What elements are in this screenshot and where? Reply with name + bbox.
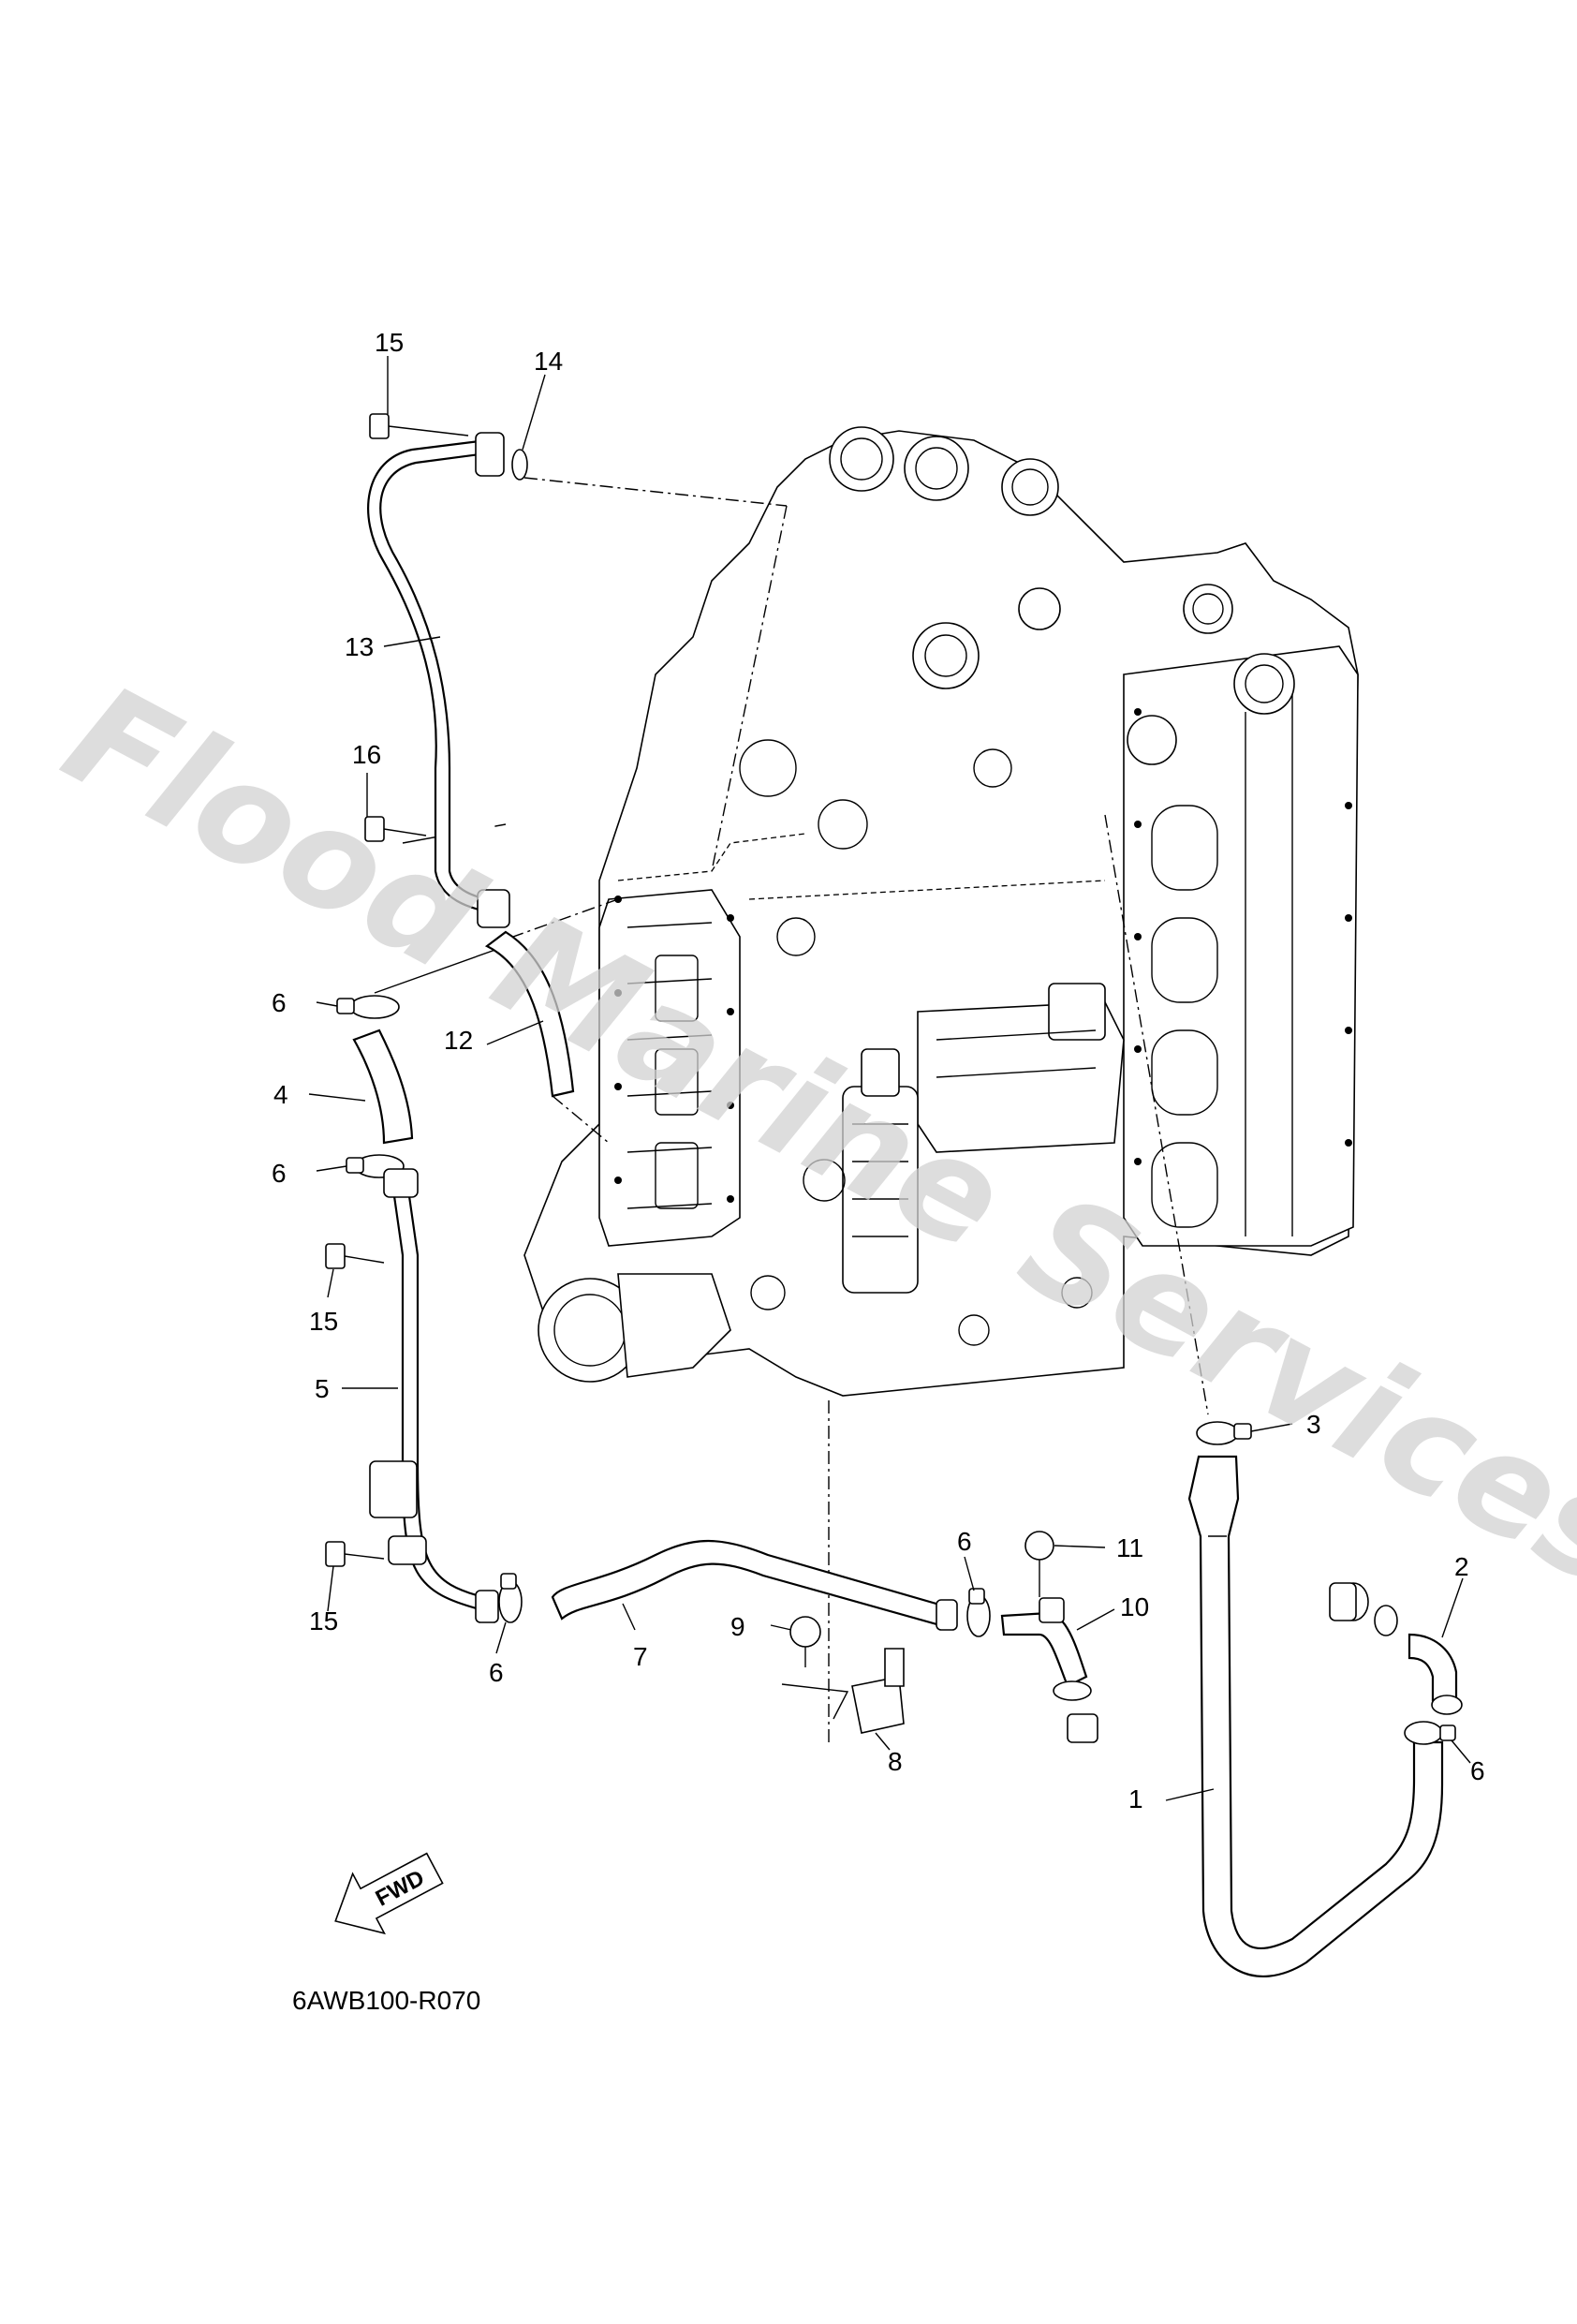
callout-14: 14 — [534, 347, 563, 376]
callout-6-d: 6 — [957, 1527, 972, 1556]
callout-leaders — [308, 356, 1471, 1801]
callout-5: 5 — [315, 1374, 330, 1403]
callout-13: 13 — [345, 632, 374, 661]
clamp-6-e — [1404, 1721, 1456, 1745]
part-2-elbow — [1408, 1633, 1463, 1715]
part-13-pipe — [367, 432, 510, 928]
bolt-15-mid — [325, 1243, 385, 1269]
callout-6-a: 6 — [272, 988, 287, 1017]
callout-7: 7 — [633, 1642, 648, 1671]
part-1-hose — [1187, 1455, 1444, 1977]
bolt-15-top — [369, 413, 469, 439]
drawing-code: 6AWB100-R070 — [292, 1986, 480, 2015]
callout-6-e: 6 — [1470, 1756, 1485, 1785]
part-12-hose — [484, 930, 575, 1098]
callout-6-b: 6 — [272, 1159, 287, 1188]
engine-block — [523, 426, 1359, 1397]
callout-10: 10 — [1120, 1592, 1149, 1621]
callout-11: 11 — [1116, 1533, 1143, 1562]
callout-16: 16 — [352, 740, 381, 769]
bolt-9 — [789, 1616, 821, 1667]
callout-4: 4 — [273, 1080, 288, 1109]
callout-1: 1 — [1128, 1784, 1143, 1813]
bolt-15-low — [325, 1541, 385, 1567]
clamp-2-pair — [1329, 1582, 1398, 1636]
clamp-6-a — [336, 995, 400, 1019]
clamp-6-d — [966, 1588, 991, 1637]
clamp-3 — [1196, 1421, 1252, 1445]
callout-15-top: 15 — [375, 328, 404, 357]
callout-3: 3 — [1306, 1410, 1321, 1439]
part-8-bracket — [851, 1648, 905, 1734]
callout-15-mid: 15 — [309, 1307, 338, 1336]
callout-15-low: 15 — [309, 1606, 338, 1636]
callout-12: 12 — [444, 1026, 473, 1055]
callout-8: 8 — [888, 1747, 903, 1776]
part-7-hose — [551, 1539, 948, 1627]
fwd-arrow: FWD — [334, 1852, 444, 1935]
hose-7-end — [936, 1599, 958, 1631]
leader-9-8 — [781, 1683, 849, 1720]
part-5-pipe — [369, 1168, 499, 1623]
clamp-6-c — [498, 1573, 523, 1623]
oring-14 — [511, 449, 528, 481]
bolt-11 — [1024, 1531, 1054, 1597]
bolt-16 — [364, 816, 427, 842]
callout-6-c: 6 — [489, 1658, 504, 1687]
leader-lines — [374, 477, 1209, 1742]
part-4-hose — [352, 1029, 414, 1145]
callout-labels: 15 14 13 16 6 12 4 6 15 5 15 6 7 9 8 6 1… — [272, 328, 1485, 1813]
part-10-fitting — [1000, 1597, 1098, 1743]
callout-9: 9 — [730, 1612, 745, 1641]
callout-2: 2 — [1454, 1552, 1469, 1581]
